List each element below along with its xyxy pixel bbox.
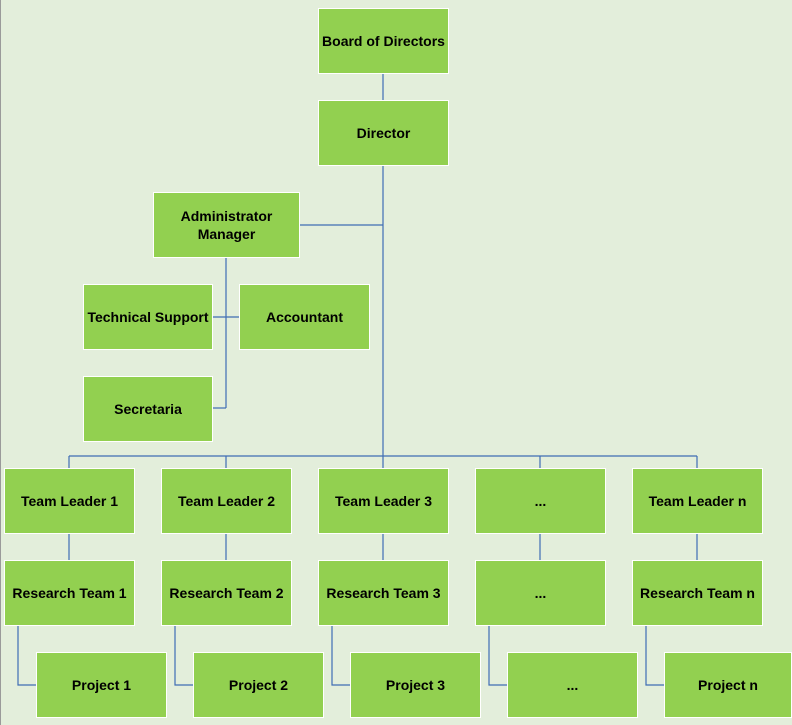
node-director: Director bbox=[318, 100, 449, 166]
connector-project-n bbox=[645, 625, 665, 686]
node-team-leader-3: Team Leader 3 bbox=[318, 468, 449, 534]
node-team-leader-1: Team Leader 1 bbox=[4, 468, 135, 534]
connector-project-2 bbox=[174, 625, 194, 686]
connector-project-4 bbox=[488, 625, 508, 686]
connector-project-1 bbox=[17, 625, 37, 686]
node-research-team-3: Research Team 3 bbox=[318, 560, 449, 626]
page-left-border bbox=[0, 0, 1, 725]
connector-project-3 bbox=[331, 625, 351, 686]
node-project-3: Project 3 bbox=[350, 652, 481, 718]
node-research-team-1: Research Team 1 bbox=[4, 560, 135, 626]
node-research-team-2: Research Team 2 bbox=[161, 560, 292, 626]
node-secretaria: Secretaria bbox=[83, 376, 213, 442]
node-team-leader-ellipsis: ... bbox=[475, 468, 606, 534]
node-project-ellipsis: ... bbox=[507, 652, 638, 718]
node-board-of-directors: Board of Directors bbox=[318, 8, 449, 74]
node-administrator-manager: Administrator Manager bbox=[153, 192, 300, 258]
node-accountant: Accountant bbox=[239, 284, 370, 350]
node-project-2: Project 2 bbox=[193, 652, 324, 718]
node-project-n: Project n bbox=[664, 652, 792, 718]
node-project-1: Project 1 bbox=[36, 652, 167, 718]
node-research-team-n: Research Team n bbox=[632, 560, 763, 626]
node-team-leader-n: Team Leader n bbox=[632, 468, 763, 534]
node-team-leader-2: Team Leader 2 bbox=[161, 468, 292, 534]
node-research-team-ellipsis: ... bbox=[475, 560, 606, 626]
node-technical-support: Technical Support bbox=[83, 284, 213, 350]
